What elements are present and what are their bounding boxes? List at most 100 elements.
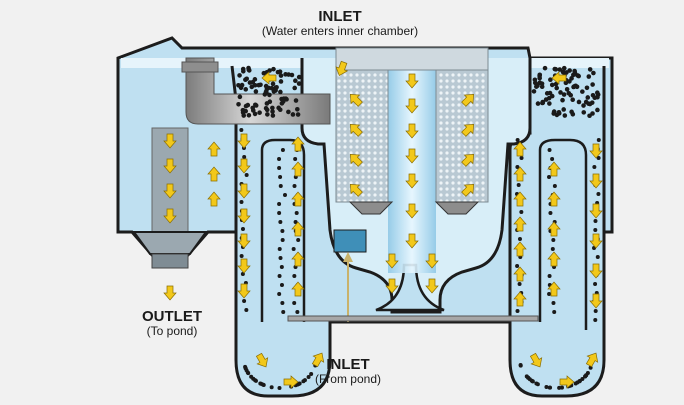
media-bead — [548, 211, 553, 215]
media-bead — [581, 103, 586, 108]
outlet-subtitle: (To pond) — [146, 324, 198, 339]
media-bead — [242, 155, 247, 159]
flow-arrow — [385, 253, 399, 269]
flow-arrow — [559, 375, 575, 389]
media-bead — [249, 374, 254, 379]
media-bead — [244, 173, 249, 177]
outlet-funnel — [132, 231, 208, 255]
media-bead — [532, 77, 538, 83]
media-bead — [519, 210, 524, 214]
media-bead — [278, 89, 283, 95]
media-bead — [587, 67, 593, 72]
flow-arrow — [547, 281, 561, 297]
media-bead — [277, 211, 282, 215]
media-bead — [554, 85, 560, 91]
bottom-inlet-subtitle: (From pond) — [314, 372, 382, 387]
flow-arrow — [513, 216, 527, 232]
media-bead — [517, 237, 522, 241]
flow-arrow — [207, 166, 221, 182]
media-bead — [557, 67, 563, 72]
right-chamber-inner-wall — [538, 138, 588, 330]
media-bead — [243, 87, 249, 92]
media-bead — [596, 192, 601, 196]
media-bead — [564, 70, 569, 75]
media-bead — [296, 81, 302, 86]
media-bead — [286, 109, 291, 115]
media-bead — [595, 94, 600, 100]
media-bead — [596, 156, 601, 160]
flow-arrow — [237, 233, 251, 249]
top-inlet-subtitle: (Water enters inner chamber) — [261, 24, 419, 39]
media-bead — [236, 102, 241, 107]
media-bead — [275, 69, 281, 75]
media-bead — [293, 78, 298, 83]
media-bead — [585, 95, 591, 100]
flow-arrow — [207, 191, 221, 207]
media-bead — [558, 90, 563, 95]
media-bead — [252, 111, 258, 117]
media-bead — [524, 374, 529, 379]
media-bead — [547, 148, 552, 152]
flow-arrow — [547, 161, 561, 177]
media-bead — [243, 366, 248, 371]
media-bead — [563, 80, 569, 86]
media-bead — [253, 102, 258, 108]
media-bead — [540, 99, 546, 105]
media-bead — [550, 247, 555, 251]
flow-arrow — [405, 123, 419, 139]
media-bead — [547, 274, 552, 278]
media-bead — [240, 227, 245, 231]
media-bead — [267, 68, 272, 73]
media-bead — [278, 79, 284, 84]
flow-arrow — [163, 133, 177, 149]
media-bead — [273, 88, 278, 93]
flow-arrow — [547, 221, 561, 237]
flow-arrow — [529, 352, 543, 368]
flow-arrow — [547, 251, 561, 267]
media-bead — [566, 91, 572, 96]
media-bead — [277, 202, 282, 206]
media-bead — [553, 67, 559, 72]
media-bead — [279, 265, 284, 269]
flow-arrow — [513, 141, 527, 157]
flow-arrow — [349, 183, 363, 197]
media-bead — [593, 282, 598, 286]
media-bead — [250, 105, 256, 111]
flow-arrow — [513, 191, 527, 207]
media-bead — [572, 68, 577, 74]
outlet-label: OUTLET (To pond) — [124, 308, 220, 339]
media-bead — [544, 384, 549, 389]
flow-arrow — [283, 375, 299, 389]
media-bead — [516, 183, 521, 187]
flow-arrow — [513, 166, 527, 182]
media-bead — [280, 229, 285, 233]
media-bead — [301, 379, 306, 384]
flow-arrow — [513, 241, 527, 257]
media-bead — [515, 138, 520, 142]
flow-arrow — [547, 191, 561, 207]
media-bead — [261, 70, 267, 76]
flow-arrow — [291, 251, 305, 267]
media-bead — [270, 109, 275, 114]
media-bead — [292, 301, 297, 305]
media-bead — [277, 247, 282, 251]
media-bead — [561, 92, 567, 97]
bottom-inlet-label: INLET (From pond) — [300, 356, 396, 387]
media-bead — [256, 82, 262, 88]
media-bead — [263, 83, 269, 89]
flow-arrow — [589, 233, 603, 249]
flow-arrow — [425, 253, 439, 269]
flow-arrow — [461, 153, 475, 167]
media-bead — [282, 193, 287, 197]
media-bead — [281, 96, 287, 101]
media-bead — [278, 175, 283, 179]
media-bead — [260, 382, 265, 387]
flow-arrow — [291, 281, 305, 297]
media-bead — [531, 89, 537, 94]
media-bead — [243, 103, 249, 109]
media-bead — [246, 113, 252, 118]
flow-arrow — [237, 183, 251, 199]
flow-arrows — [163, 60, 603, 389]
flow-arrow — [311, 352, 325, 368]
flow-arrow — [291, 221, 305, 237]
